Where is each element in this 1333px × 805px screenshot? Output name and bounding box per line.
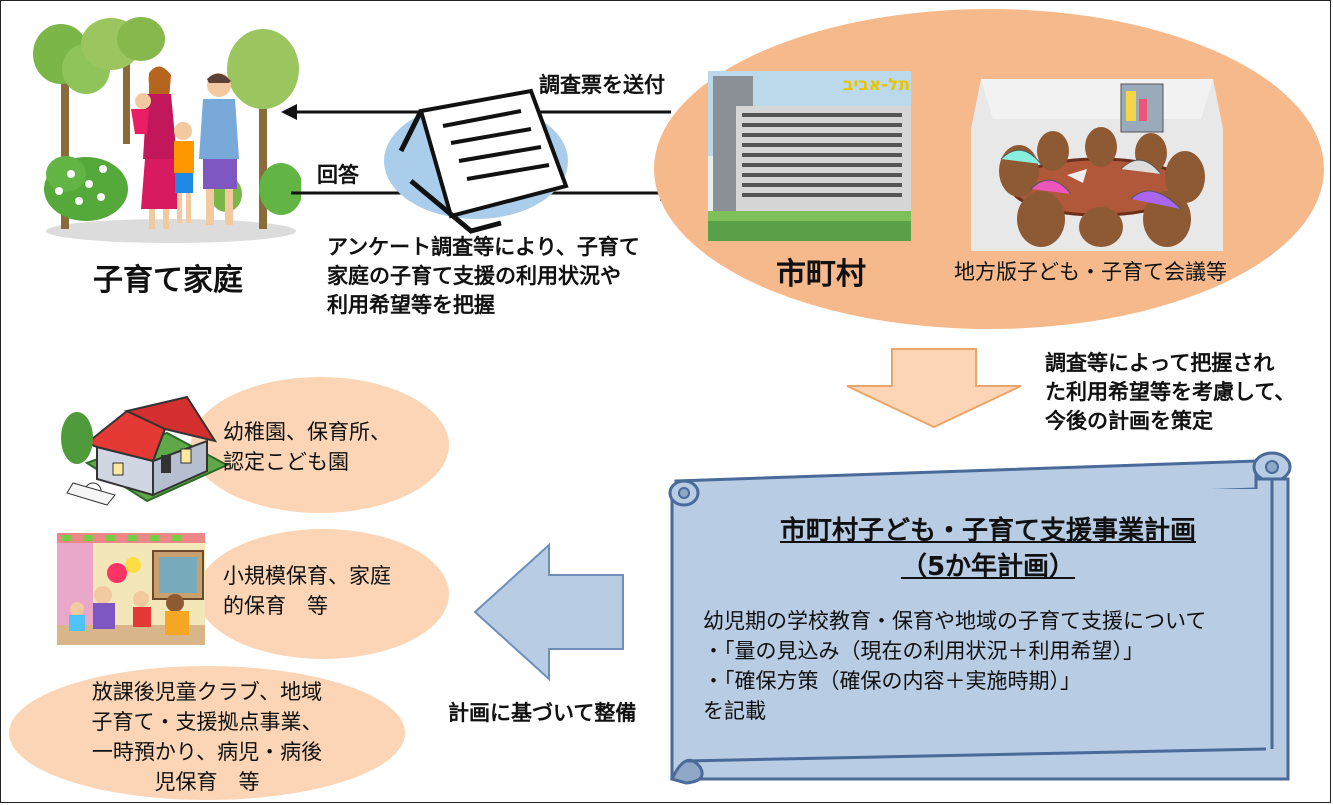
plan-scroll xyxy=(656,449,1296,789)
plan-body-line: ・「確保方策（確保の内容＋実施時期）」 xyxy=(703,669,1081,693)
municipality-label: 市町村 xyxy=(776,257,866,292)
facility-label-line: 小規模保育、家庭 xyxy=(223,564,391,588)
scroll-banner-icon xyxy=(668,451,1292,785)
send-label: 調査票を送付 xyxy=(539,73,665,97)
reply-label: 回答 xyxy=(317,163,359,187)
planning-note-line: 調査等によって把握され xyxy=(1045,351,1275,375)
city-hall-building-icon xyxy=(708,71,911,241)
survey-description-line: 家庭の子育て支援の利用状況や xyxy=(327,264,621,288)
facility-label: 幼稚園、保育所、 認定こども園 xyxy=(223,417,391,477)
plan-body-line: 幼児期の学校教育・保育や地域の子育て支援について xyxy=(703,609,1207,633)
planning-note-line: た利用希望等を考慮して、 xyxy=(1045,380,1296,404)
survey-description: アンケート調査等により、子育て 家庭の子育て支援の利用状況や 利用希望等を把握 xyxy=(327,233,640,320)
build-per-plan-label: 計画に基づいて整備 xyxy=(448,701,637,725)
school-house-icon xyxy=(57,383,237,508)
planning-note: 調査等によって把握され た利用希望等を考慮して、 今後の計画を策定 xyxy=(1045,349,1295,436)
survey-description-line: アンケート調査等により、子育て xyxy=(327,235,640,259)
plan-body-line: ・「量の見込み（現在の利用状況＋利用希望）」 xyxy=(703,639,1144,663)
facility-label-line: 放課後児童クラブ、地域 xyxy=(91,680,323,704)
city-hall-sign: תל-אביב xyxy=(843,75,911,95)
planning-note-line: 今後の計画を策定 xyxy=(1045,409,1213,433)
facility-label-line: 一時預かり、病児・病後 xyxy=(91,740,323,764)
plan-subtitle: （5か年計画） xyxy=(900,552,1076,582)
facility-oval xyxy=(191,377,449,513)
plan-title: 市町村子ども・子育て支援事業計画 xyxy=(779,516,1196,546)
left-arrow xyxy=(473,542,625,682)
plan-body-line: を記載 xyxy=(703,699,766,723)
facility-oval xyxy=(9,666,405,800)
survey-description-line: 利用希望等を把握 xyxy=(327,293,495,317)
family-illustration xyxy=(31,9,303,244)
facility-label: 小規模保育、家庭 的保育 等 xyxy=(223,561,391,621)
facility-label-line: 認定こども園 xyxy=(223,450,349,474)
playroom-icon xyxy=(57,533,205,645)
meeting-room-icon xyxy=(971,79,1223,251)
down-arrow xyxy=(846,348,1022,429)
plan-body: 幼児期の学校教育・保育や地域の子育て支援について ・「量の見込み（現在の利用状況… xyxy=(703,606,1273,726)
meeting-label: 地方版子ども・子育て会議等 xyxy=(954,260,1227,284)
family-trees-icon xyxy=(33,17,303,243)
facility-label-line: 児保育 等 xyxy=(154,770,260,794)
survey-form-icon xyxy=(381,81,581,241)
facility-oval xyxy=(197,529,449,659)
facility-label-line: 幼稚園、保育所、 xyxy=(223,420,391,444)
facility-label: 放課後児童クラブ、地域 子育て・支援拠点事業、 一時預かり、病児・病後 児保育 … xyxy=(21,677,393,797)
facility-label-line: 子育て・支援拠点事業、 xyxy=(91,710,323,734)
facility-label-line: 的保育 等 xyxy=(223,594,328,618)
plan-title-block: 市町村子ども・子育て支援事業計画 （5か年計画） xyxy=(693,513,1283,585)
family-label: 子育て家庭 xyxy=(93,263,243,298)
